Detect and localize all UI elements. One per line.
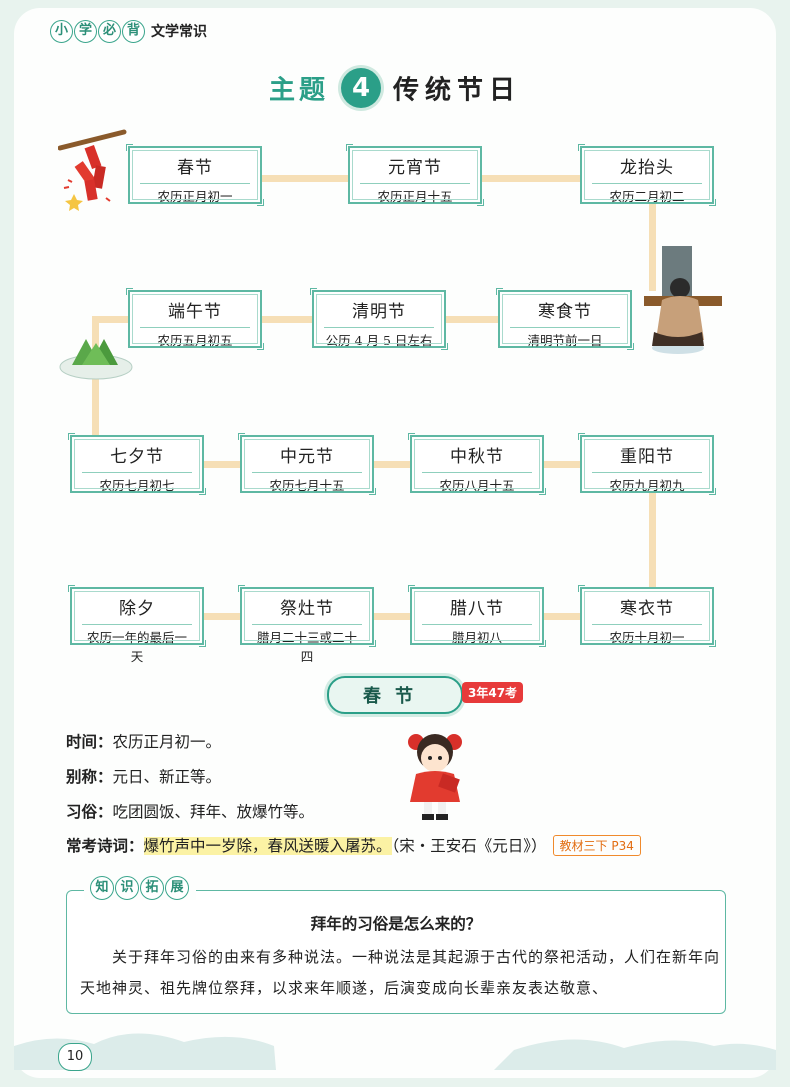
series-char: 学 (74, 19, 97, 43)
info-time: 时间：农历正月初一。 (66, 730, 221, 752)
festival-date: 腊月二十三或二十四 (252, 624, 362, 665)
info-value: 吃团圆饭、拜年、放爆竹等。 (112, 803, 315, 821)
title-number: 4 (341, 68, 381, 108)
info-value: 元日、新正等。 (112, 768, 222, 786)
textbook-reference: 教材三下 P34 (552, 835, 641, 856)
info-label: 习俗： (66, 802, 113, 821)
info-label: 常考诗词： (66, 836, 144, 855)
page-number: 10 (58, 1043, 92, 1071)
zongzi-illustration (59, 339, 133, 380)
extension-tag-char: 拓 (140, 876, 164, 900)
series-char: 小 (50, 19, 73, 43)
festival-name: 清明节 (352, 302, 406, 322)
festival-name: 中秋节 (450, 447, 504, 467)
festival-name: 重阳节 (620, 447, 674, 467)
info-label: 时间： (66, 732, 113, 751)
connector (649, 203, 656, 291)
festival-name: 春节 (177, 158, 213, 178)
series-char: 必 (98, 19, 121, 43)
connector (204, 613, 242, 620)
mountain-decoration (14, 1033, 776, 1070)
festival-date: 农历正月十五 (360, 183, 470, 205)
girl-illustration (408, 734, 462, 820)
poem-source: （宋・王安石《元日》） (391, 837, 547, 855)
info-alias: 别称：元日、新正等。 (66, 765, 221, 787)
festival-name: 寒衣节 (620, 599, 674, 619)
series-subject: 文学常识 (151, 24, 207, 40)
title-prefix: 主题 (268, 75, 329, 106)
festival-date: 农历五月初五 (140, 327, 250, 349)
festival-name: 七夕节 (110, 447, 164, 467)
festival-name: 元宵节 (388, 158, 442, 178)
festival-date: 农历八月十五 (422, 472, 532, 494)
festival-date: 农历一年的最后一天 (82, 624, 192, 665)
knowledge-extension-box (66, 890, 726, 1014)
festival-name: 祭灶节 (280, 599, 334, 619)
series-char: 背 (122, 19, 145, 43)
festival-name: 除夕 (119, 599, 155, 619)
festival-card-laba: 腊八节 腊月初八 (408, 585, 546, 647)
poem-text: 爆竹声中一岁除，春风送暖入屠苏。 (143, 837, 392, 855)
festival-card-qingming: 清明节 公历 4 月 5 日左右 (310, 288, 448, 350)
festival-date: 农历正月初一 (140, 183, 250, 205)
festival-card-hanyi: 寒衣节 农历十月初一 (578, 585, 716, 647)
extension-tag-char: 识 (115, 876, 139, 900)
info-custom: 习俗：吃团圆饭、拜年、放爆竹等。 (66, 800, 314, 822)
connector (544, 461, 582, 468)
connector (374, 613, 412, 620)
festival-card-longtaitou: 龙抬头 农历二月初二 (578, 144, 716, 206)
festival-date: 农历七月初七 (82, 472, 192, 494)
festival-date: 公历 4 月 5 日左右 (324, 327, 434, 349)
festival-date: 农历九月初九 (592, 472, 702, 494)
connector (374, 461, 412, 468)
page-title: 主题 4 传统节日 (0, 68, 790, 108)
series-bubbles: 小 学 必 背 (50, 19, 146, 43)
festival-name: 端午节 (168, 302, 222, 322)
info-label: 别称： (66, 767, 113, 786)
connector (649, 493, 656, 588)
info-poem: 常考诗词：爆竹声中一岁除，春风送暖入屠苏。（宋・王安石《元日》） 教材三下 P34 (66, 834, 641, 856)
festival-name: 寒食节 (538, 302, 592, 322)
extension-title: 拜年的习俗是怎么来的？ (310, 914, 482, 933)
tomb-sweeping-illustration (644, 246, 722, 354)
connector (92, 316, 128, 323)
title-text: 传统节日 (393, 75, 522, 106)
festival-date: 农历十月初一 (592, 624, 702, 646)
festival-card-chongyang: 重阳节 农历九月初九 (578, 433, 716, 495)
section-heading: 春节 (0, 676, 790, 714)
festival-date: 腊月初八 (422, 624, 532, 646)
series-tag: 小 学 必 背 文学常识 (50, 19, 207, 43)
firecracker-illustration (58, 129, 127, 211)
festival-card-yuanxiao: 元宵节 农历正月十五 (346, 144, 484, 206)
connector (544, 613, 582, 620)
connector (446, 316, 500, 323)
connector (204, 461, 242, 468)
extension-tag-char: 知 (90, 876, 114, 900)
festival-date: 农历二月初二 (592, 183, 702, 205)
connector (482, 175, 582, 182)
festival-card-zhongyuan: 中元节 农历七月十五 (238, 433, 376, 495)
connector (262, 175, 350, 182)
info-value: 农历正月初一。 (112, 733, 222, 751)
festival-card-jizao: 祭灶节 腊月二十三或二十四 (238, 585, 376, 664)
festival-card-chuxi: 除夕 农历一年的最后一天 (68, 585, 206, 664)
extension-text: 关于拜年习俗的由来有多种说法。一种说法是其起源于古代的祭祀活动，人们在新年向天地… (80, 948, 721, 997)
connector (262, 316, 314, 323)
festival-card-hanshi: 寒食节 清明节前一日 (496, 288, 634, 350)
festival-name: 中元节 (280, 447, 334, 467)
festival-card-qixi: 七夕节 农历七月初七 (68, 433, 206, 495)
knowledge-extension-tag: 知 识 拓 展 (84, 876, 196, 900)
festival-name: 龙抬头 (620, 158, 674, 178)
festival-date: 清明节前一日 (510, 327, 620, 349)
festival-name: 腊八节 (450, 599, 504, 619)
festival-card-zhongqiu: 中秋节 农历八月十五 (408, 433, 546, 495)
exam-frequency-badge: 3年47考 (462, 682, 524, 703)
festival-card-duanwu: 端午节 农历五月初五 (126, 288, 264, 350)
extension-tag-char: 展 (165, 876, 189, 900)
festival-date: 农历七月十五 (252, 472, 362, 494)
section-title: 春节 (327, 676, 463, 714)
festival-card-chunjie: 春节 农历正月初一 (126, 144, 264, 206)
